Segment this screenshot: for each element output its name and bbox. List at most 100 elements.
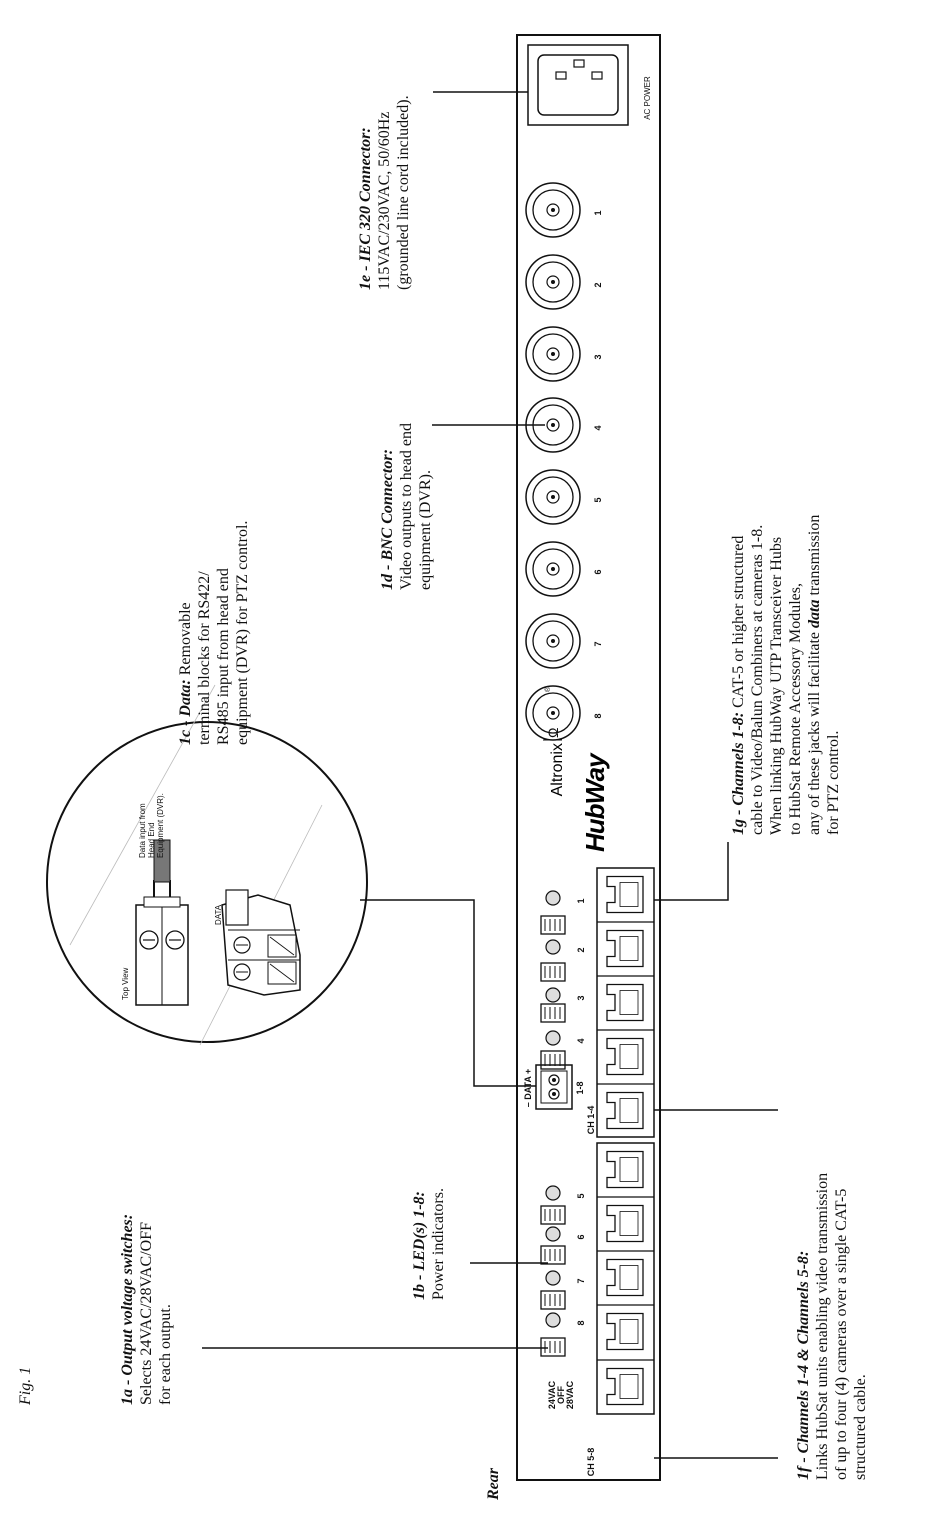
rj45-jack[interactable] (597, 921, 654, 968)
voltage-switch-4[interactable] (540, 1050, 566, 1070)
switch-legend: 24VAC OFF 28VAC (547, 1380, 575, 1409)
port-number-2: 2 (576, 947, 586, 952)
ch-5-8-label: CH 5-8 (586, 1448, 596, 1477)
callout-1f: 1f - Channels 1-4 & Channels 5-8: Links … (795, 1173, 869, 1480)
callout-1e-line-2: (grounded line cord included). (395, 95, 412, 290)
bnc-connector-7: 7 (525, 613, 603, 669)
voltage-switch-8[interactable] (540, 1337, 566, 1357)
bnc-number-5: 5 (593, 497, 603, 502)
rj45-jack[interactable] (606, 875, 644, 914)
power-led-4 (545, 1030, 561, 1046)
power-led-8 (545, 1312, 561, 1328)
ac-power-label: AC POWER (643, 76, 652, 120)
altronix-brand: Altronix (549, 743, 566, 796)
power-led-1 (545, 890, 561, 906)
callout-1d-title: 1d - BNC Connector: (379, 449, 396, 590)
callout-1e-line-1: 115VAC/230VAC, 50/60Hz (376, 112, 393, 290)
port-number-8: 8 (576, 1320, 586, 1325)
rj45-jack[interactable] (597, 1029, 654, 1076)
port-number-4: 4 (576, 1038, 586, 1043)
rear-panel: AC POWER 1 2 3 4 5 6 7 8 Ω Altronix ® HubWay 1 2… (516, 34, 661, 1481)
ch-1-4-block (596, 867, 655, 1138)
callout-1d: 1d - BNC Connector: Video outputs to hea… (379, 423, 434, 590)
rj45-jack[interactable] (597, 1196, 654, 1243)
callout-1a-title: 1a - Output voltage switches: (119, 1214, 136, 1405)
altronix-logo: Ω Altronix ® (543, 686, 566, 796)
hubway-logo-text: HubWay (580, 752, 610, 852)
rear-label: Rear (485, 1467, 502, 1501)
bnc-connector-2: 2 (525, 254, 603, 310)
ac-power-inlet: AC POWER (527, 44, 652, 126)
bnc-number-7: 7 (593, 641, 603, 646)
power-led-2 (545, 939, 561, 955)
voltage-switch-3[interactable] (540, 1003, 566, 1023)
callout-1c-line-2: RS485 input from head end (215, 568, 232, 745)
data-sub-label: 1-8 (575, 1081, 585, 1094)
bnc-number-4: 4 (593, 425, 603, 430)
callout-1f-line-3: structured cable. (852, 1374, 869, 1480)
figure-label: Fig. 1 (17, 1367, 34, 1406)
leader-1g (654, 842, 729, 901)
power-led-6 (545, 1226, 561, 1242)
port-number-6: 6 (576, 1234, 586, 1239)
port-number-3: 3 (576, 995, 586, 1000)
voltage-switch-7[interactable] (540, 1290, 566, 1310)
voltage-switch-5[interactable] (540, 1205, 566, 1225)
callout-1b-title: 1b - LED(s) 1-8: (411, 1191, 428, 1300)
port-number-5: 5 (576, 1193, 586, 1198)
terminal-block-top-view: Top View (121, 839, 189, 1006)
callout-1g-line-3: to HubSat Remote Accessory Modules, (787, 583, 804, 835)
altronix-mark-icon: Ω (545, 728, 561, 738)
voltage-switch-6[interactable] (540, 1245, 566, 1265)
voltage-switch-2[interactable] (540, 962, 566, 982)
bnc-number-3: 3 (593, 354, 603, 359)
callout-1e-title: 1e - IEC 320 Connector: (357, 127, 374, 290)
voltage-switch-1[interactable] (540, 915, 566, 935)
bnc-number-1: 1 (593, 210, 603, 215)
hubway-logo: HubWay (580, 752, 610, 852)
rj45-jack[interactable] (606, 1150, 644, 1189)
bnc-connector-1: 1 (525, 182, 603, 238)
bnc-number-6: 6 (593, 569, 603, 574)
callout-1g-line-1: cable to Video/Balun Combiners at camera… (749, 525, 766, 835)
rj45-jack[interactable] (597, 1250, 654, 1297)
switch-legend-24vac: 24VAC (547, 1380, 557, 1409)
callout-1a-line-2: for each output. (157, 1304, 174, 1405)
inset-note-line-3: Equipment (DVR). (156, 793, 165, 858)
voltage-switches (540, 915, 566, 1357)
data-label: – DATA + (523, 1069, 533, 1108)
callout-1c-title: 1c - Data: (177, 679, 194, 745)
callout-1f-line-1: Links HubSat units enabling video transm… (814, 1173, 831, 1480)
rj45-jack[interactable] (597, 975, 654, 1022)
rj45-jack[interactable] (597, 1359, 654, 1406)
bnc-connector-4: 4 (525, 397, 603, 453)
port-number-7: 7 (576, 1278, 586, 1283)
callout-1a: 1a - Output voltage switches: Selects 24… (119, 1214, 174, 1405)
callout-1b: 1b - LED(s) 1-8: Power indicators. (411, 1188, 447, 1300)
callout-1g-line-5: for PTZ control. (825, 731, 842, 835)
top-view-label: Top View (121, 967, 130, 1000)
callout-1f-line-2: of up to four (4) cameras over a single … (833, 1189, 850, 1480)
callout-1f-title: 1f - Channels 1-4 & Channels 5-8: (795, 1251, 812, 1480)
ch-5-8-block (596, 1142, 655, 1415)
power-led-7 (545, 1270, 561, 1286)
callout-1c-line-1: terminal blocks for RS422/ (196, 571, 213, 745)
port-number-1: 1 (576, 898, 586, 903)
rj45-jack[interactable] (597, 1083, 654, 1130)
data-tag-label: DATA (214, 904, 223, 925)
rj45-jack[interactable] (597, 1304, 654, 1351)
callout-1e: 1e - IEC 320 Connector: 115VAC/230VAC, 5… (357, 95, 412, 290)
callout-1g: 1g - Channels 1-8: CAT-5 or higher struc… (730, 515, 842, 835)
switch-legend-off: OFF (556, 1386, 566, 1404)
callout-1g-bold-word: data (806, 600, 823, 628)
bnc-connector-6: 6 (525, 541, 603, 597)
callout-1g-title: 1g - Channels 1-8: (730, 712, 747, 835)
callout-1c: 1c - Data: Removable terminal blocks for… (177, 521, 251, 745)
callout-1g-line-4-end: transmission (806, 515, 823, 600)
callout-1a-line-1: Selects 24VAC/28VAC/OFF (138, 1222, 155, 1405)
bnc-connector-5: 5 (525, 469, 603, 525)
callout-1g-line-4-start: any of these jacks will facilitate (806, 628, 823, 835)
callout-1c-title-tail: Removable (177, 602, 194, 679)
